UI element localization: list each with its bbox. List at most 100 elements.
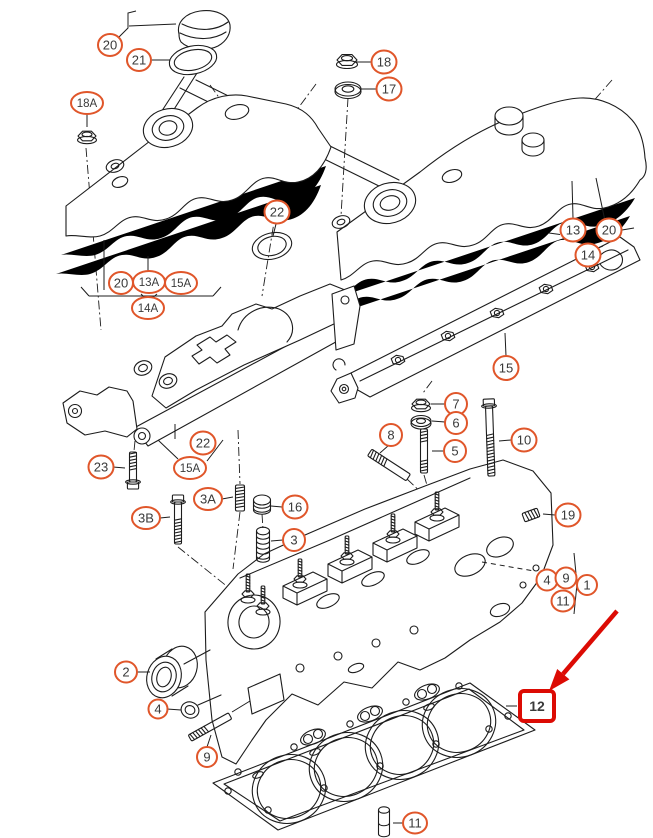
- callout-20-0[interactable]: 20: [97, 33, 123, 57]
- part-union-3: [255, 526, 271, 563]
- callout-14a-12[interactable]: 14A: [131, 296, 165, 320]
- oil-filler-cap-drawing: [168, 10, 231, 76]
- part-boss-ring-a: [133, 360, 153, 376]
- svg-text:18: 18: [377, 55, 391, 70]
- part-dowel-11: [377, 806, 391, 838]
- camshaft-carrier-drawing: [62, 283, 361, 447]
- callout-8-16[interactable]: 8: [379, 423, 403, 447]
- callout-20-9[interactable]: 20: [108, 271, 134, 295]
- callout-5-17[interactable]: 5: [443, 439, 467, 463]
- callout-19-26[interactable]: 19: [554, 502, 582, 528]
- svg-text:20: 20: [103, 38, 117, 53]
- callout-22-20[interactable]: 22: [189, 430, 217, 456]
- part-tower-stud-5: [240, 573, 256, 604]
- svg-text:13: 13: [566, 223, 580, 238]
- part-stud-3a: [234, 484, 246, 512]
- head-gasket-drawing: [212, 682, 536, 831]
- part-tower-stud-4: [429, 491, 445, 522]
- part-seal-4: [180, 701, 200, 719]
- part-washer-17: [334, 81, 362, 100]
- svg-text:5: 5: [451, 444, 458, 459]
- callout-15-13[interactable]: 15: [492, 355, 520, 381]
- callout-22-5[interactable]: 22: [263, 199, 291, 225]
- callout-3-25[interactable]: 3: [282, 528, 306, 552]
- part-nut-18: [335, 54, 359, 70]
- callout-2-31[interactable]: 2: [114, 660, 138, 684]
- svg-text:19: 19: [561, 508, 575, 523]
- callout-21-1[interactable]: 21: [126, 48, 152, 72]
- svg-text:21: 21: [132, 53, 146, 68]
- callout-9-33[interactable]: 9: [196, 746, 218, 768]
- part-grommet-16: [252, 494, 272, 515]
- callout-14-8[interactable]: 14: [574, 242, 602, 268]
- hardware-parts-layer: [77, 54, 600, 838]
- callout-11-34[interactable]: 11: [402, 811, 428, 835]
- svg-text:1: 1: [583, 578, 590, 593]
- callout-17-4[interactable]: 17: [375, 76, 403, 102]
- valve-cover-right-drawing: [331, 97, 647, 316]
- callout-18a-2[interactable]: 18A: [70, 91, 104, 115]
- part-rail-bolt-4: [538, 283, 554, 295]
- svg-text:9: 9: [203, 750, 210, 765]
- svg-text:11: 11: [556, 594, 570, 609]
- part-washer-6: [410, 414, 432, 430]
- svg-text:20: 20: [114, 276, 128, 291]
- svg-text:10: 10: [517, 433, 531, 448]
- part-tower-stud-3: [385, 513, 401, 544]
- svg-text:15: 15: [499, 361, 513, 376]
- svg-text:22: 22: [270, 205, 284, 220]
- part-tower-stud-6: [255, 585, 271, 616]
- svg-text:13A: 13A: [139, 277, 160, 289]
- part-seal-ring-22: [251, 231, 293, 261]
- svg-text:7: 7: [452, 397, 459, 412]
- svg-text:17: 17: [382, 82, 396, 97]
- callout-23-19[interactable]: 23: [87, 454, 115, 480]
- callout-3b-24[interactable]: 3B: [131, 506, 161, 530]
- leader-lines: [80, 10, 635, 824]
- svg-text:4: 4: [543, 573, 550, 588]
- svg-text:8: 8: [387, 428, 394, 443]
- callout-9-28[interactable]: 9: [554, 566, 578, 590]
- callout-18-3[interactable]: 18: [370, 49, 398, 75]
- callout-12-highlighted[interactable]: 12: [518, 689, 556, 723]
- part-nut-18a: [77, 130, 97, 145]
- callout-4-27[interactable]: 4: [535, 568, 559, 592]
- callout-1-29[interactable]: 1: [576, 574, 598, 596]
- part-plug-19: [521, 507, 541, 523]
- svg-text:14: 14: [581, 248, 595, 263]
- callout-16-23[interactable]: 16: [281, 494, 309, 520]
- svg-text:16: 16: [288, 500, 302, 515]
- svg-text:18A: 18A: [77, 98, 98, 110]
- svg-text:23: 23: [94, 460, 108, 475]
- svg-text:3: 3: [290, 533, 297, 548]
- svg-text:14A: 14A: [138, 303, 159, 315]
- callout-13-6[interactable]: 13: [559, 217, 587, 243]
- svg-text:2: 2: [122, 665, 129, 680]
- callout-20-7[interactable]: 20: [595, 217, 623, 243]
- cylinder-head-drawing: [204, 459, 554, 765]
- callout-11-30[interactable]: 11: [550, 589, 576, 613]
- callout-15a-21[interactable]: 15A: [173, 456, 207, 480]
- callout-3a-22[interactable]: 3A: [193, 487, 223, 511]
- callout-6-15[interactable]: 6: [444, 411, 468, 435]
- callout-4-32[interactable]: 4: [147, 698, 169, 720]
- svg-text:22: 22: [196, 436, 210, 451]
- part-stud-8: [367, 449, 411, 481]
- svg-text:9: 9: [562, 571, 569, 586]
- svg-text:20: 20: [602, 223, 616, 238]
- part-bolt-3b: [170, 494, 186, 545]
- highlight-arrow: [549, 609, 619, 691]
- part-rail-bolt-1: [390, 354, 406, 366]
- part-tower-stud-2: [339, 535, 355, 566]
- part-tower-stud-1: [292, 558, 308, 589]
- callout-13a-10[interactable]: 13A: [132, 270, 166, 294]
- callout-15a-11[interactable]: 15A: [164, 271, 198, 295]
- part-bolt-23: [125, 451, 141, 490]
- valve-cover-left-drawing: [56, 94, 332, 275]
- svg-text:11: 11: [408, 816, 422, 831]
- svg-text:15A: 15A: [180, 463, 201, 475]
- callout-10-18[interactable]: 10: [510, 427, 538, 453]
